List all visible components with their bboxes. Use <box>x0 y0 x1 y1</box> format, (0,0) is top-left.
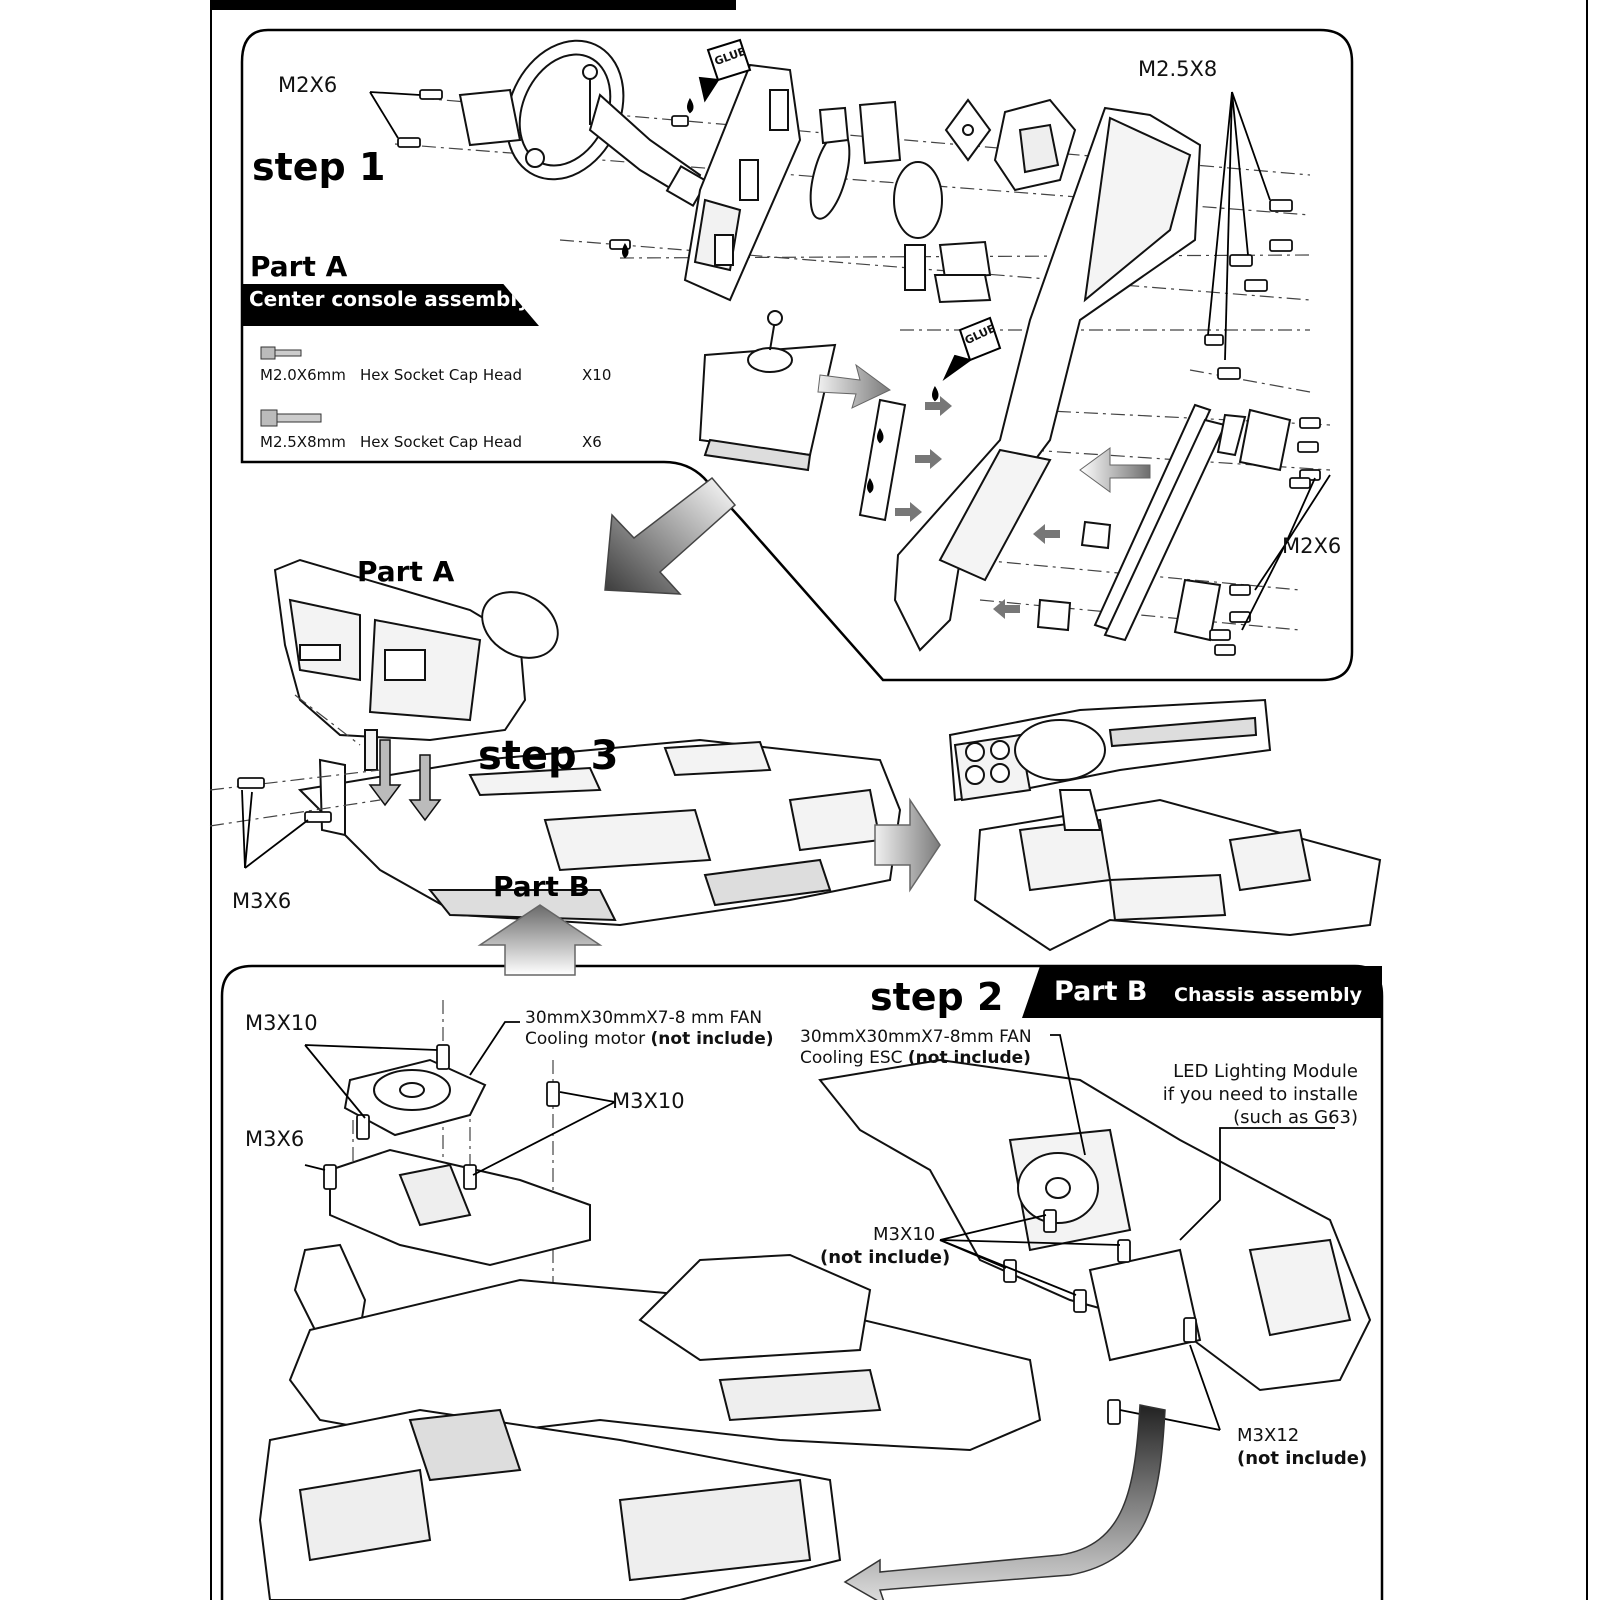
center-console-banner: Center console assembly <box>242 284 539 326</box>
step1-title: step 1 <box>252 145 386 189</box>
step1-exploded-parts <box>458 39 1292 652</box>
m3x10-esc-not-include: (not include) <box>820 1246 951 1268</box>
legend-qty: X10 <box>582 366 612 384</box>
led-line3: (such as G63) <box>1233 1107 1358 1129</box>
banner-chassis-text: Chassis assembly <box>1174 984 1362 1006</box>
page-frame <box>210 0 1588 1600</box>
label-m2x6-right: M2X6 <box>1282 534 1342 558</box>
step3-down-arrows <box>368 739 442 822</box>
step3-title: step 3 <box>478 733 619 779</box>
fan-motor-line1: 30mmX30mmX7-8 mm FAN <box>525 1008 763 1028</box>
fan-motor-line2: Cooling motor <box>525 1029 646 1050</box>
led-line2: if you need to installe <box>1162 1084 1358 1106</box>
label-m3x6-step3: M3X6 <box>232 889 292 913</box>
result-arrow-right <box>874 797 941 893</box>
led-module-note: LED Lighting Module if you need to insta… <box>1163 1060 1358 1129</box>
label-m3x6-step2: M3X6 <box>245 1127 305 1151</box>
legend-spec: M2.5X8mm <box>260 433 346 451</box>
part-a-title: Part A <box>250 250 348 283</box>
step3-part-a-label: Part A <box>357 555 455 588</box>
banner-part-b: Part B <box>1054 976 1148 1007</box>
m3x12-label: M3X12 <box>1237 1425 1300 1446</box>
fan-motor-line2-row: Cooling motor (not include) <box>525 1029 774 1050</box>
step3-screws <box>237 777 332 823</box>
legend-type: Hex Socket Cap Head <box>360 433 523 451</box>
m3x12-not-include: (not include) <box>1237 1447 1368 1469</box>
fan-esc-line2: Cooling ESC <box>800 1048 903 1069</box>
legend-spec: M2.0X6mm <box>260 366 346 384</box>
label-m2x6-top: M2X6 <box>278 73 338 97</box>
fan-esc-not-include: (not include) <box>907 1048 1031 1069</box>
step1-screws <box>397 89 1321 656</box>
fan-esc-line1: 30mmX30mmX7-8mm FAN <box>800 1027 1032 1047</box>
label-m3x10-a: M3X10 <box>245 1011 318 1035</box>
fan-motor-not-include: (not include) <box>650 1029 774 1050</box>
step1-panel <box>240 28 1354 682</box>
label-m25x8: M2.5X8 <box>1138 57 1218 81</box>
fan-motor-note: 30mmX30mmX7-8 mm FAN Cooling motor (not … <box>525 1008 774 1051</box>
step3-leader-lines <box>241 789 309 869</box>
step3-part-b-label: Part B <box>493 870 590 903</box>
fan-esc-line2-row: Cooling ESC (not include) <box>800 1048 1032 1069</box>
glue-bottle-icon <box>622 38 1002 494</box>
transfer-arrow-up <box>477 904 603 976</box>
step3-assembly <box>273 558 902 927</box>
hex-screw-icon <box>260 346 302 360</box>
curved-arrow <box>843 1404 1166 1600</box>
label-m3x10-b: M3X10 <box>612 1089 685 1113</box>
m3x12-note: M3X12 (not include) <box>1237 1425 1367 1470</box>
step2-screws <box>323 1044 1197 1425</box>
step2-leader-lines <box>304 1021 1335 1431</box>
step2-chassis <box>258 1058 1372 1600</box>
led-line1: LED Lighting Module <box>1173 1061 1358 1082</box>
hex-screw-icon <box>260 409 322 427</box>
step2-title: step 2 <box>870 975 1004 1019</box>
chassis-assembly-banner: Part B Chassis assembly <box>1022 966 1382 1018</box>
m3x10-esc-label: M3X10 <box>873 1224 936 1245</box>
fan-esc-note: 30mmX30mmX7-8mm FAN Cooling ESC (not inc… <box>800 1027 1032 1070</box>
step1-leader-lines <box>369 91 1331 631</box>
transfer-arrow-diagonal <box>604 476 737 595</box>
finished-assembly <box>948 698 1382 952</box>
legend-qty: X6 <box>582 433 602 451</box>
legend-type: Hex Socket Cap Head <box>360 366 523 384</box>
m3x10-esc-note: M3X10 (not include) <box>820 1224 950 1269</box>
step1-small-arrows <box>817 363 1151 619</box>
